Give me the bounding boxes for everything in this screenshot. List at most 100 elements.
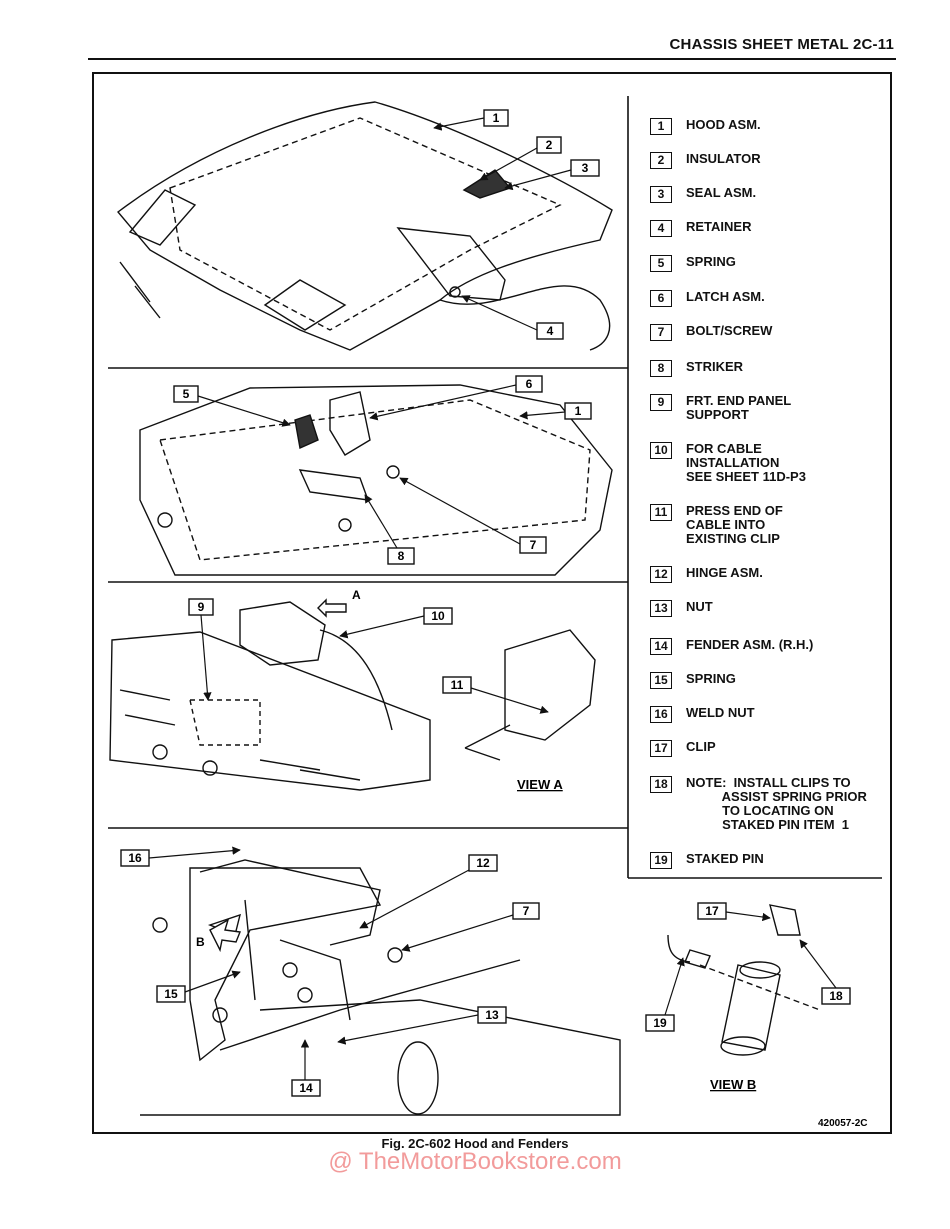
callout-p1-3: 3 <box>570 159 600 177</box>
view-b-arrow <box>209 918 241 953</box>
legend-num: 6 <box>650 290 672 307</box>
legend-text: INSULATOR <box>686 151 761 166</box>
svg-text:8: 8 <box>398 549 405 563</box>
legend-item-5: 5 SPRING <box>650 255 736 272</box>
legend-text: LATCH ASM. <box>686 289 765 304</box>
front-end-panel-drawing <box>109 601 596 791</box>
legend-text: SPRING <box>686 254 736 269</box>
figure-code: 420057-2C <box>818 1118 867 1129</box>
legend-item-15: 15 SPRING <box>650 672 736 689</box>
legend-text: FOR CABLE INSTALLATION SEE SHEET 11D-P3 <box>686 441 806 484</box>
legend-num: 15 <box>650 672 672 689</box>
legend-item-2: 2 INSULATOR <box>650 152 761 169</box>
svg-text:14: 14 <box>299 1081 313 1095</box>
svg-text:4: 4 <box>547 324 554 338</box>
hinge-fender-drawing <box>140 859 621 1116</box>
legend-item-3: 3 SEAL ASM. <box>650 186 756 203</box>
legend-item-10: 10 FOR CABLE INSTALLATION SEE SHEET 11D-P… <box>650 442 806 484</box>
callout-p4-15: 15 <box>156 985 186 1003</box>
header-rule <box>88 58 896 60</box>
callout-p2-6: 6 <box>515 375 543 393</box>
view-a-label: VIEW A <box>517 777 563 792</box>
callout-p2-7: 7 <box>519 536 547 554</box>
legend-text: SPRING <box>686 671 736 686</box>
callout-p4-7: 7 <box>512 902 540 920</box>
legend-num: 4 <box>650 220 672 237</box>
legend-num: 10 <box>650 442 672 459</box>
legend-text: CLIP <box>686 739 716 754</box>
legend-num: 13 <box>650 600 672 617</box>
callout-p3-9: 9 <box>188 598 214 616</box>
callout-p4-14: 14 <box>291 1079 321 1097</box>
legend-num: 16 <box>650 706 672 723</box>
legend-num: 2 <box>650 152 672 169</box>
view-b-drawing <box>667 904 821 1056</box>
legend-text: RETAINER <box>686 219 752 234</box>
view-a-arrow <box>317 598 347 618</box>
legend-num: 17 <box>650 740 672 757</box>
legend-item-17: 17 CLIP <box>650 740 716 757</box>
callout-p5-19: 19 <box>645 1014 675 1032</box>
svg-text:13: 13 <box>485 1008 499 1022</box>
legend-item-14: 14 FENDER ASM. (R.H.) <box>650 638 813 655</box>
legend-item-12: 12 HINGE ASM. <box>650 566 763 583</box>
legend-text: BOLT/SCREW <box>686 323 773 338</box>
arrow-b-label: B <box>196 935 205 949</box>
svg-text:1: 1 <box>493 111 500 125</box>
view-b-label: VIEW B <box>710 1077 756 1092</box>
svg-text:9: 9 <box>198 600 205 614</box>
callout-p3-10: 10 <box>423 607 453 625</box>
legend-text: HINGE ASM. <box>686 565 763 580</box>
legend-text: FENDER ASM. (R.H.) <box>686 637 814 652</box>
callouts: 1 2 3 4 5 6 1 8 7 9 10 11 16 12 7 15 1 3 … <box>120 109 851 1097</box>
svg-text:7: 7 <box>530 538 537 552</box>
callout-p2-5: 5 <box>173 385 199 403</box>
callout-p3-11: 11 <box>442 676 472 694</box>
legend-item-6: 6 LATCH ASM. <box>650 290 765 307</box>
legend-item-16: 16 WELD NUT <box>650 706 755 723</box>
legend-num: 12 <box>650 566 672 583</box>
legend-text: NOTE: INSTALL CLIPS TO ASSIST SPRING PRI… <box>686 775 867 832</box>
callout-p2-1: 1 <box>564 402 592 420</box>
legend-num: 5 <box>650 255 672 272</box>
legend-item-4: 4 RETAINER <box>650 220 751 237</box>
legend-text: PRESS END OF CABLE INTO EXISTING CLIP <box>686 503 783 546</box>
legend-num: 3 <box>650 186 672 203</box>
callout-p5-18: 18 <box>821 987 851 1005</box>
legend-num: 9 <box>650 394 672 411</box>
callout-p2-8: 8 <box>387 547 415 565</box>
callout-p5-17: 17 <box>697 902 727 920</box>
svg-text:15: 15 <box>164 987 178 1001</box>
page-header: CHASSIS SHEET METAL 2C-11 <box>669 36 894 53</box>
svg-text:6: 6 <box>526 377 533 391</box>
callout-p4-13: 13 <box>477 1006 507 1024</box>
legend-num: 18 <box>650 776 672 793</box>
callout-p1-1: 1 <box>483 109 509 127</box>
legend-num: 14 <box>650 638 672 655</box>
legend-text: SEAL ASM. <box>686 185 757 200</box>
legend-num: 1 <box>650 118 672 135</box>
legend-text: WELD NUT <box>686 705 755 720</box>
legend-num: 7 <box>650 324 672 341</box>
svg-text:18: 18 <box>829 989 843 1003</box>
svg-text:3: 3 <box>582 161 589 175</box>
svg-text:19: 19 <box>653 1016 667 1030</box>
callout-p1-2: 2 <box>536 136 562 154</box>
svg-text:5: 5 <box>183 387 190 401</box>
callout-p4-12: 12 <box>468 854 498 872</box>
svg-text:16: 16 <box>128 851 142 865</box>
svg-text:17: 17 <box>705 904 719 918</box>
svg-text:11: 11 <box>451 678 464 692</box>
callout-p1-4: 4 <box>536 322 564 340</box>
svg-text:10: 10 <box>431 609 445 623</box>
legend-text: STRIKER <box>686 359 744 374</box>
svg-text:2: 2 <box>546 138 553 152</box>
legend-num: 19 <box>650 852 672 869</box>
svg-text:12: 12 <box>476 856 490 870</box>
